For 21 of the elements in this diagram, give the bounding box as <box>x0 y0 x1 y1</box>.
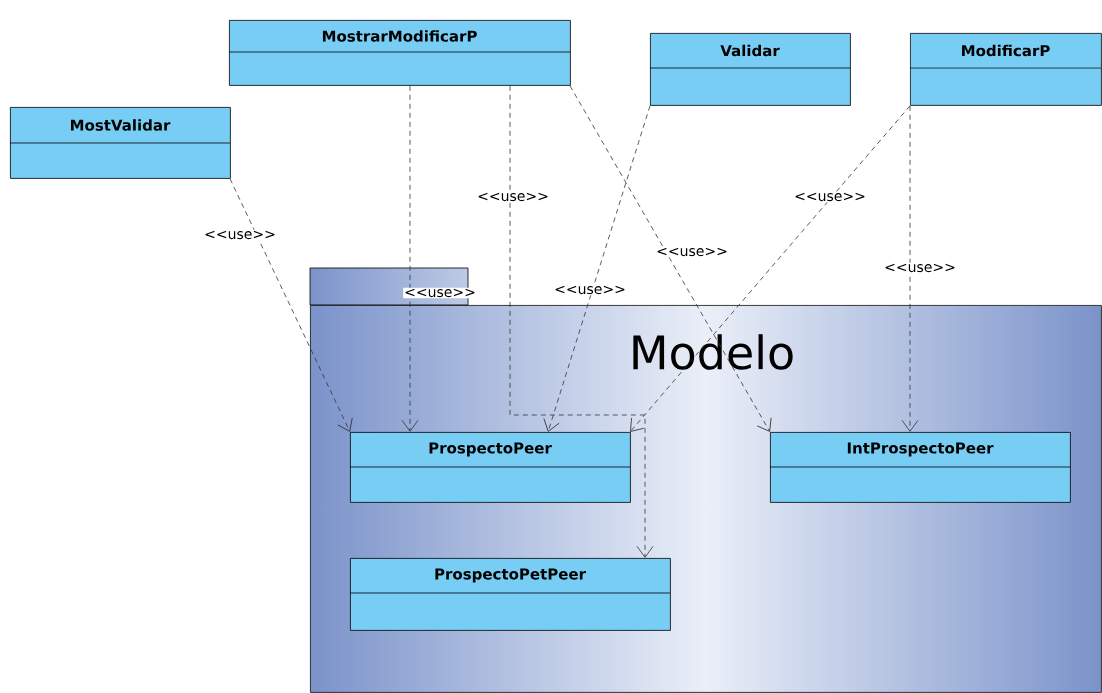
dependency-arrow <box>901 105 919 432</box>
dependency-arrow <box>509 85 654 558</box>
class-box: ProspectoPetPeer <box>349 558 671 631</box>
edge-label: <<use>> <box>655 246 729 258</box>
class-box: IntProspectoPeer <box>769 432 1071 503</box>
edge-label: <<use>> <box>476 191 550 203</box>
class-box: MostrarModificarP <box>228 20 571 86</box>
edge-label: <<use>> <box>553 284 627 296</box>
edge-label: <<use>> <box>883 262 957 274</box>
edge-label: <<use>> <box>203 229 277 241</box>
class-box: MostValidar <box>9 107 231 179</box>
dependency-arrow <box>229 178 353 432</box>
edge-label: <<use>> <box>793 191 867 203</box>
dependency-arrow <box>543 105 651 432</box>
dependency-arrow <box>569 85 772 432</box>
edge-label: <<use>> <box>403 287 477 299</box>
class-box: ProspectoPeer <box>349 432 631 503</box>
class-box: Validar <box>649 33 851 106</box>
class-box: ModificarP <box>909 33 1102 106</box>
dependency-arrow <box>630 105 911 432</box>
dependency-arrow <box>401 85 419 432</box>
